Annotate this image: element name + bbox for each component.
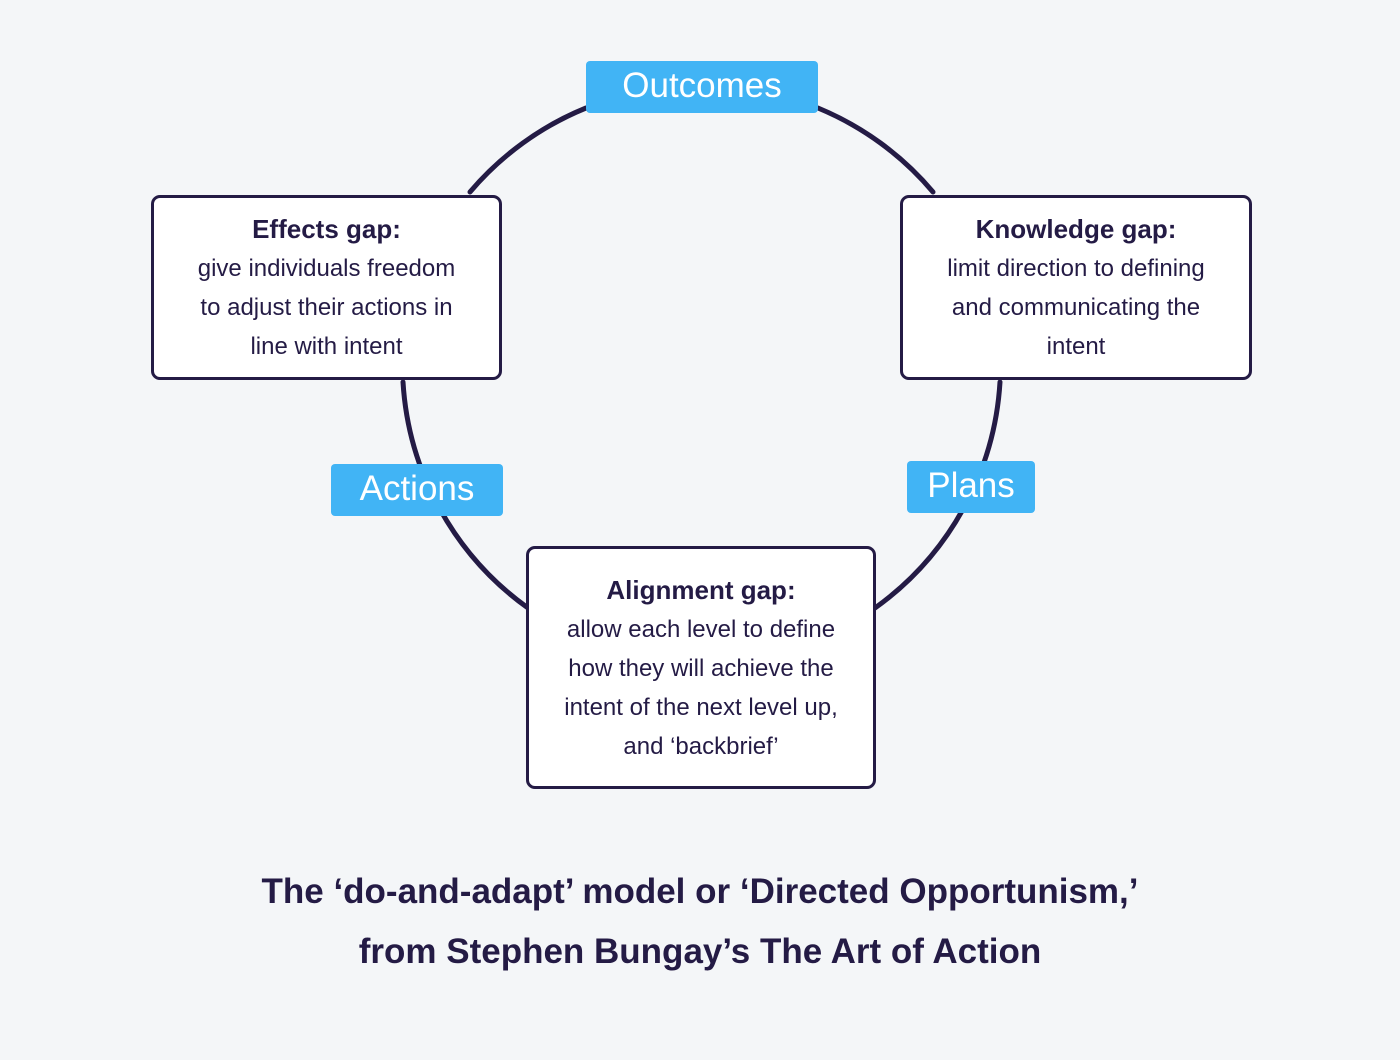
arc-outcomes-to-knowledge (815, 105, 936, 195)
gap-body-line: limit direction to defining (947, 255, 1205, 282)
gap-body-line: how they will achieve the (568, 654, 834, 682)
gap-body-line: intent (1046, 333, 1106, 360)
arc-outcomes-to-effects (467, 105, 589, 195)
gap-body-alignment: allow each level to define how they will… (564, 610, 838, 766)
gap-title-effects: Effects gap: (252, 214, 401, 244)
gap-body-line: intent of the next level up, (564, 693, 838, 721)
gap-body-line: and communicating the (951, 294, 1201, 321)
gap-box-alignment: Alignment gap: allow each level to defin… (526, 546, 876, 789)
gap-body-effects: give individuals freedom to adjust their… (198, 249, 455, 366)
caption-line-2: from Stephen Bungay’s The Art of Action (358, 932, 1042, 971)
diagram-caption: The ‘do-and-adapt’ model or ‘Directed Op… (0, 862, 1400, 982)
gap-body-line: give individuals freedom (197, 255, 456, 282)
gap-title-knowledge: Knowledge gap: (975, 214, 1177, 244)
gap-body-line: to adjust their actions in (200, 294, 453, 321)
gap-box-effects: Effects gap: give individuals freedom to… (151, 195, 502, 380)
stage-label-outcomes: Outcomes (586, 61, 818, 113)
gap-body-line: and ‘backbrief’ (623, 732, 779, 760)
gap-title-alignment: Alignment gap: (606, 574, 796, 605)
gap-body-line: allow each level to define (566, 615, 836, 643)
gap-box-knowledge: Knowledge gap: limit direction to defini… (900, 195, 1252, 380)
stage-label-actions: Actions (331, 464, 503, 516)
caption-line-1: The ‘do-and-adapt’ model or ‘Directed Op… (261, 872, 1139, 911)
gap-body-line: line with intent (250, 333, 403, 360)
stage-label-plans: Plans (907, 461, 1035, 513)
gap-body-knowledge: limit direction to defining and communic… (947, 249, 1204, 366)
